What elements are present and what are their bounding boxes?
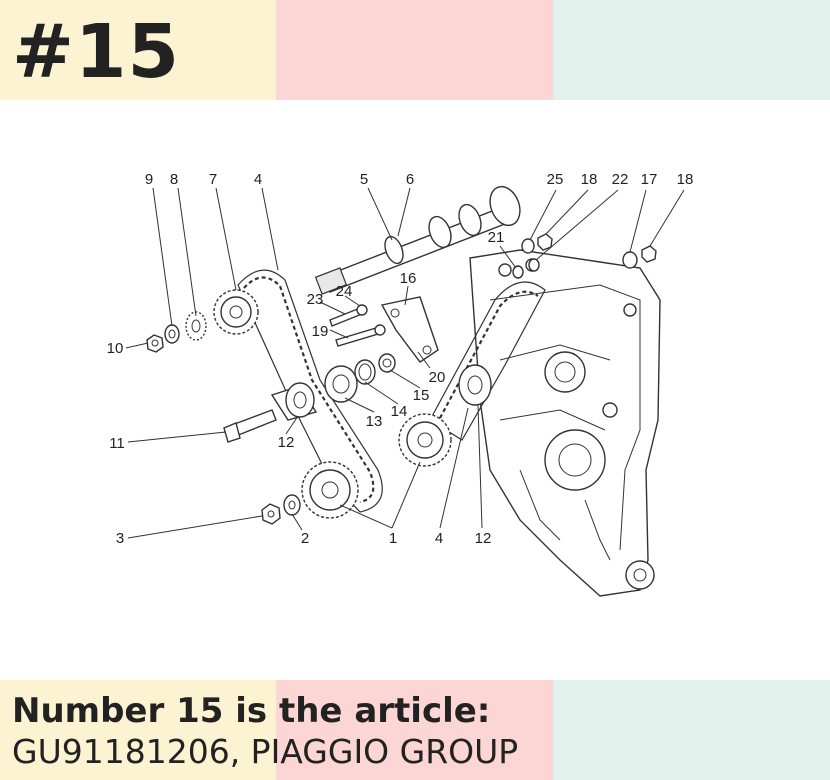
- timing-cover-housing: [469, 249, 661, 597]
- callout-4-top: 4: [254, 171, 262, 188]
- band-segment-yellow: [0, 0, 276, 100]
- bolt-11: [223, 409, 277, 443]
- bearing-13: [324, 365, 358, 403]
- callout-12-left: 12: [278, 434, 295, 451]
- band-segment-pink: [276, 0, 553, 100]
- nut-10: [146, 334, 164, 353]
- callout-18-b: 18: [677, 171, 694, 188]
- callout-21: 21: [488, 229, 505, 246]
- bolt-19: [335, 324, 386, 347]
- callout-8: 8: [170, 171, 178, 188]
- callout-24: 24: [336, 283, 353, 300]
- bolt-23: [329, 304, 368, 327]
- callout-9: 9: [145, 171, 153, 188]
- washer-9: [164, 324, 180, 344]
- top-color-band: [0, 0, 830, 100]
- callout-19: 19: [312, 323, 329, 340]
- callout-1: 1: [389, 530, 397, 547]
- caption-heading: Number 15 is the article:: [12, 691, 491, 731]
- callout-13: 13: [366, 413, 383, 430]
- tensioner-roller-12-right: [458, 364, 492, 406]
- callout-11: 11: [109, 435, 125, 452]
- washer-2: [283, 494, 301, 516]
- callout-4-bottom: 4: [435, 530, 443, 547]
- callout-17: 17: [641, 171, 658, 188]
- pulley-center: [398, 413, 452, 467]
- callout-5: 5: [360, 171, 368, 188]
- gear-8: [185, 311, 207, 341]
- camshaft: [314, 185, 521, 295]
- caption-article-number: GU91181206, PIAGGIO GROUP: [12, 732, 519, 771]
- callout-23: 23: [307, 291, 324, 308]
- callout-7: 7: [209, 171, 217, 188]
- callout-12-right: 12: [475, 530, 492, 547]
- bottom-color-band: [0, 680, 830, 780]
- bracket-16: [380, 296, 439, 363]
- callout-20: 20: [429, 369, 446, 386]
- leader-lines: [125, 187, 685, 539]
- timing-belt-left: [237, 269, 383, 513]
- ring-14: [354, 359, 376, 385]
- callout-labels: 9 8 7 4 5 6 25 18 22 17 18 21 16 23 24 1…: [107, 171, 694, 547]
- callout-6: 6: [406, 171, 414, 188]
- callout-18-a: 18: [581, 171, 598, 188]
- callout-22: 22: [612, 171, 629, 188]
- tensioner-roller-12-left: [270, 382, 318, 421]
- crank-pulley-1: [301, 461, 359, 519]
- camshaft-pulley-7: [213, 289, 259, 335]
- band-segment-mint: [553, 680, 830, 780]
- callout-14: 14: [391, 403, 408, 420]
- callout-16: 16: [400, 270, 417, 287]
- timing-belt-right: [429, 281, 546, 441]
- nut-3: [261, 503, 281, 525]
- band-segment-pink: [276, 680, 553, 780]
- callout-25: 25: [547, 171, 564, 188]
- callout-10: 10: [107, 340, 124, 357]
- exploded-parts-diagram: 9 8 7 4 5 6 25 18 22 17 18 21 16 23 24 1…: [107, 171, 694, 597]
- band-segment-yellow: [0, 680, 276, 780]
- callout-15: 15: [413, 387, 430, 404]
- callout-3: 3: [116, 530, 124, 547]
- washer-15: [378, 353, 396, 373]
- band-segment-mint: [553, 0, 830, 100]
- callout-2: 2: [301, 530, 309, 547]
- number-badge: #15: [12, 9, 180, 95]
